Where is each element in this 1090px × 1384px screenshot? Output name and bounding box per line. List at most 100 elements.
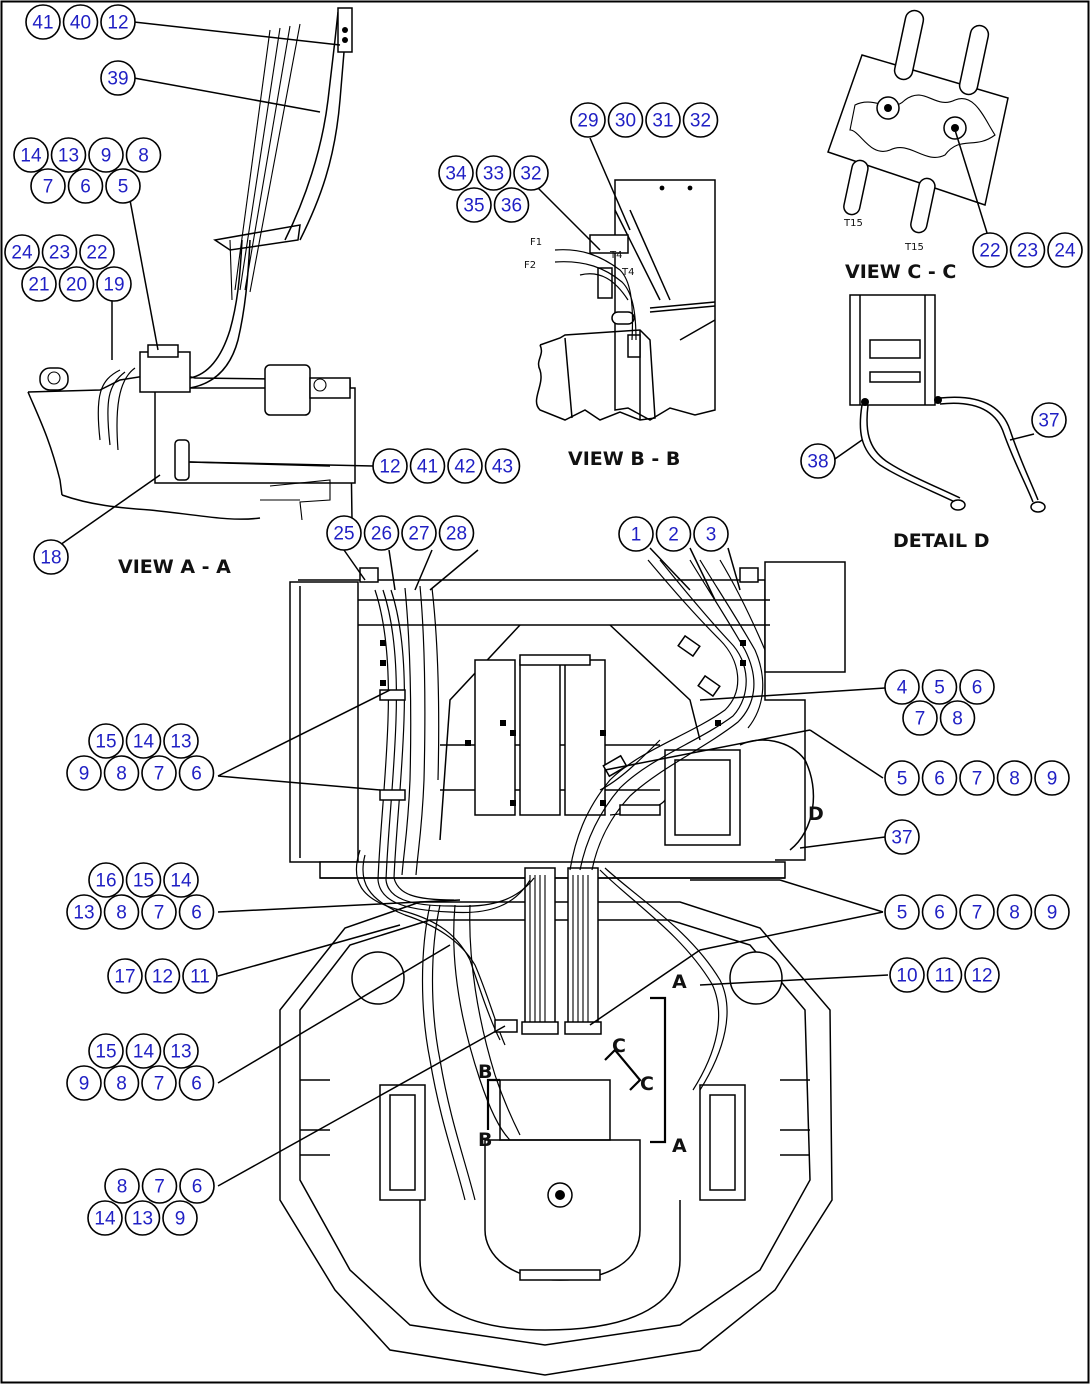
callout-number[interactable]: 30	[615, 111, 636, 132]
callout-15[interactable]: 15	[88, 1033, 124, 1069]
callout-6[interactable]: 6	[959, 669, 995, 705]
callout-bubble[interactable]	[144, 958, 181, 994]
callout-number[interactable]: 7	[43, 177, 54, 198]
callout-5[interactable]: 5	[921, 669, 958, 705]
callout-number[interactable]: 6	[80, 177, 91, 198]
callout-bubble[interactable]	[88, 862, 124, 898]
callout-number[interactable]: 6	[191, 1074, 202, 1095]
callout-number[interactable]: 34	[445, 164, 467, 185]
callout-bubble[interactable]	[103, 1065, 140, 1101]
callout-number[interactable]: 8	[138, 146, 149, 167]
callout-bubble[interactable]	[964, 957, 1000, 993]
callout-12[interactable]: 12	[144, 958, 181, 994]
callout-7[interactable]: 7	[30, 168, 66, 204]
callout-6[interactable]: 6	[921, 760, 958, 796]
callout-bubble[interactable]	[30, 168, 66, 204]
callout-number[interactable]: 8	[117, 1177, 128, 1198]
callout-12[interactable]: 12	[372, 448, 408, 484]
callout-14[interactable]: 14	[13, 137, 49, 173]
callout-number[interactable]: 14	[94, 1209, 116, 1230]
callout-12[interactable]: 12	[964, 957, 1000, 993]
callout-bubble[interactable]	[800, 443, 836, 479]
callout-6[interactable]: 6	[178, 894, 215, 930]
callout-bubble[interactable]	[475, 155, 512, 191]
callout-11[interactable]: 11	[926, 957, 963, 993]
callout-number[interactable]: 7	[972, 903, 983, 924]
callout-number[interactable]: 9	[1047, 769, 1058, 790]
callout-number[interactable]: 40	[70, 13, 91, 34]
callout-number[interactable]: 32	[690, 111, 711, 132]
callout-bubble[interactable]	[1034, 760, 1070, 796]
callout-bubble[interactable]	[618, 516, 654, 552]
callout-9[interactable]: 9	[1034, 894, 1070, 930]
callout-36[interactable]: 36	[493, 187, 530, 223]
callout-bubble[interactable]	[58, 266, 95, 302]
callout-bubble[interactable]	[124, 1200, 161, 1236]
callout-bubble[interactable]	[996, 894, 1033, 930]
callout-number[interactable]: 8	[116, 764, 127, 785]
callout-number[interactable]: 37	[1038, 411, 1059, 432]
callout-number[interactable]: 2	[668, 525, 679, 546]
callout-6[interactable]: 6	[178, 1065, 215, 1101]
callout-bubble[interactable]	[570, 102, 606, 138]
callout-7[interactable]: 7	[141, 755, 177, 791]
callout-number[interactable]: 33	[483, 164, 504, 185]
callout-bubble[interactable]	[66, 1065, 102, 1101]
callout-10[interactable]: 10	[889, 957, 925, 993]
callout-bubble[interactable]	[884, 669, 920, 705]
callout-7[interactable]: 7	[902, 700, 938, 736]
callout-number[interactable]: 19	[103, 275, 124, 296]
callout-number[interactable]: 37	[891, 828, 912, 849]
callout-number[interactable]: 13	[132, 1209, 153, 1230]
callout-number[interactable]: 6	[934, 903, 945, 924]
callout-bubble[interactable]	[326, 515, 362, 551]
callout-6[interactable]: 6	[178, 755, 215, 791]
callout-bubble[interactable]	[682, 102, 719, 138]
callout-18[interactable]: 18	[33, 539, 69, 575]
callout-number[interactable]: 9	[79, 1074, 90, 1095]
callout-number[interactable]: 11	[935, 966, 955, 987]
callout-14[interactable]: 14	[163, 862, 199, 898]
callout-bubble[interactable]	[125, 862, 162, 898]
callout-16[interactable]: 16	[88, 862, 124, 898]
callout-number[interactable]: 35	[463, 196, 484, 217]
callout-number[interactable]: 31	[652, 111, 673, 132]
callout-bubble[interactable]	[67, 168, 104, 204]
callout-number[interactable]: 9	[79, 764, 90, 785]
callout-bubble[interactable]	[100, 60, 136, 96]
callout-bubble[interactable]	[66, 755, 102, 791]
callout-number[interactable]: 9	[175, 1209, 186, 1230]
callout-bubble[interactable]	[645, 102, 681, 138]
callout-number[interactable]: 5	[118, 177, 129, 198]
callout-14[interactable]: 14	[125, 1033, 162, 1069]
callout-9[interactable]: 9	[88, 137, 124, 173]
callout-bubble[interactable]	[33, 539, 69, 575]
callout-13[interactable]: 13	[163, 1033, 199, 1069]
callout-6[interactable]: 6	[921, 894, 958, 930]
callout-number[interactable]: 5	[897, 903, 908, 924]
callout-bubble[interactable]	[456, 187, 492, 223]
callout-25[interactable]: 25	[326, 515, 362, 551]
callout-19[interactable]: 19	[96, 266, 132, 302]
callout-22[interactable]: 22	[79, 234, 115, 270]
callout-9[interactable]: 9	[66, 755, 102, 791]
callout-bubble[interactable]	[493, 187, 530, 223]
callout-bubble[interactable]	[87, 1200, 123, 1236]
callout-bubble[interactable]	[484, 448, 521, 484]
callout-23[interactable]: 23	[1009, 232, 1046, 268]
callout-bubble[interactable]	[104, 1168, 140, 1204]
callout-bubble[interactable]	[409, 448, 446, 484]
callout-bubble[interactable]	[88, 723, 124, 759]
callout-number[interactable]: 28	[446, 524, 467, 545]
callout-number[interactable]: 41	[32, 13, 53, 34]
callout-bubble[interactable]	[889, 957, 925, 993]
callout-32[interactable]: 32	[682, 102, 719, 138]
callout-bubble[interactable]	[182, 958, 218, 994]
callout-number[interactable]: 43	[492, 457, 513, 478]
callout-number[interactable]: 14	[133, 1042, 155, 1063]
callout-number[interactable]: 13	[58, 146, 79, 167]
callout-7[interactable]: 7	[141, 1168, 178, 1204]
callout-bubble[interactable]	[996, 760, 1033, 796]
callout-number[interactable]: 3	[706, 525, 717, 546]
callout-15[interactable]: 15	[125, 862, 162, 898]
